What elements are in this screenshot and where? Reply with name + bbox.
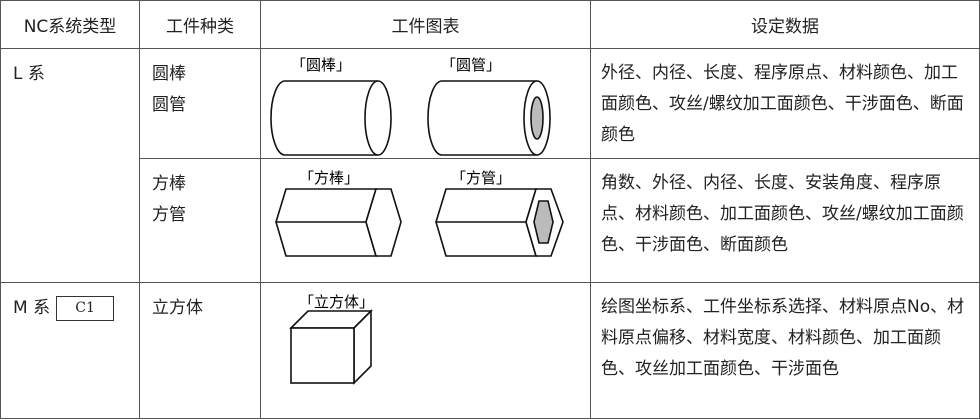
- square-tube-drawing: [435, 188, 564, 257]
- nc-type-cell: L 系: [0, 48, 140, 283]
- figure-cell: 「圆棒」 「圆管」: [260, 48, 591, 159]
- header-row: NC系统类型 工件种类 工件图表 设定数据: [0, 0, 980, 49]
- header-figure: 工件图表: [260, 0, 591, 49]
- nc-type-l: L 系: [13, 64, 45, 84]
- cube-drawing: [289, 309, 373, 385]
- round-tube-label: 「圆管」: [441, 56, 501, 74]
- round-figures: 「圆棒」 「圆管」: [270, 56, 551, 156]
- workpiece-square-bar: 方棒: [152, 174, 186, 194]
- table-row: L 系 圆棒 圆管 「圆棒」 「圆管」 外径、内径、长度、程序原点、材料颜色、加…: [0, 48, 980, 283]
- data-cell: 角数、外径、内径、长度、安装角度、程序原点、材料颜色、加工面颜色、攻丝/螺纹加工…: [590, 158, 980, 283]
- round-tube-drawing: [427, 80, 551, 156]
- c1-badge: C1: [56, 295, 115, 321]
- square-figures: 「方棒」 「方管」: [275, 169, 564, 257]
- square-bar-label: 「方棒」: [299, 169, 359, 187]
- workpiece-cell: 圆棒 圆管: [139, 48, 261, 159]
- workpiece-cube: 立方体: [152, 298, 203, 318]
- workpiece-round-bar: 圆棒: [152, 64, 186, 84]
- workpiece-square-tube: 方管: [152, 205, 186, 225]
- cube-figure: 「立方体」: [289, 293, 374, 385]
- header-workpiece: 工件种类: [139, 0, 261, 49]
- data-cell: 绘图坐标系、工件坐标系选择、材料原点No、材料原点偏移、材料宽度、材料颜色、加工…: [590, 282, 980, 419]
- table-row: 方棒 方管 「方棒」 「方管」 角数、外径、内径、长度、安装角度: [1, 158, 980, 283]
- square-bar-drawing: [275, 188, 402, 257]
- header-nc-type: NC系统类型: [0, 0, 140, 49]
- workpiece-cell: 立方体: [139, 282, 261, 419]
- square-tube-label: 「方管」: [451, 169, 511, 187]
- cube-label: 「立方体」: [299, 293, 374, 311]
- figure-cell: 「立方体」: [260, 282, 591, 419]
- round-bar-label: 「圆棒」: [291, 56, 351, 74]
- nc-type-m: M 系: [13, 298, 51, 318]
- workpiece-round-tube: 圆管: [152, 95, 186, 115]
- header-data: 设定数据: [590, 0, 980, 49]
- round-bar-drawing: [270, 80, 392, 156]
- data-cell: 外径、内径、长度、程序原点、材料颜色、加工面颜色、攻丝/螺纹加工面颜色、干涉面色…: [590, 48, 980, 159]
- figure-cell: 「方棒」 「方管」: [260, 158, 591, 283]
- workpiece-cell: 方棒 方管: [139, 158, 261, 283]
